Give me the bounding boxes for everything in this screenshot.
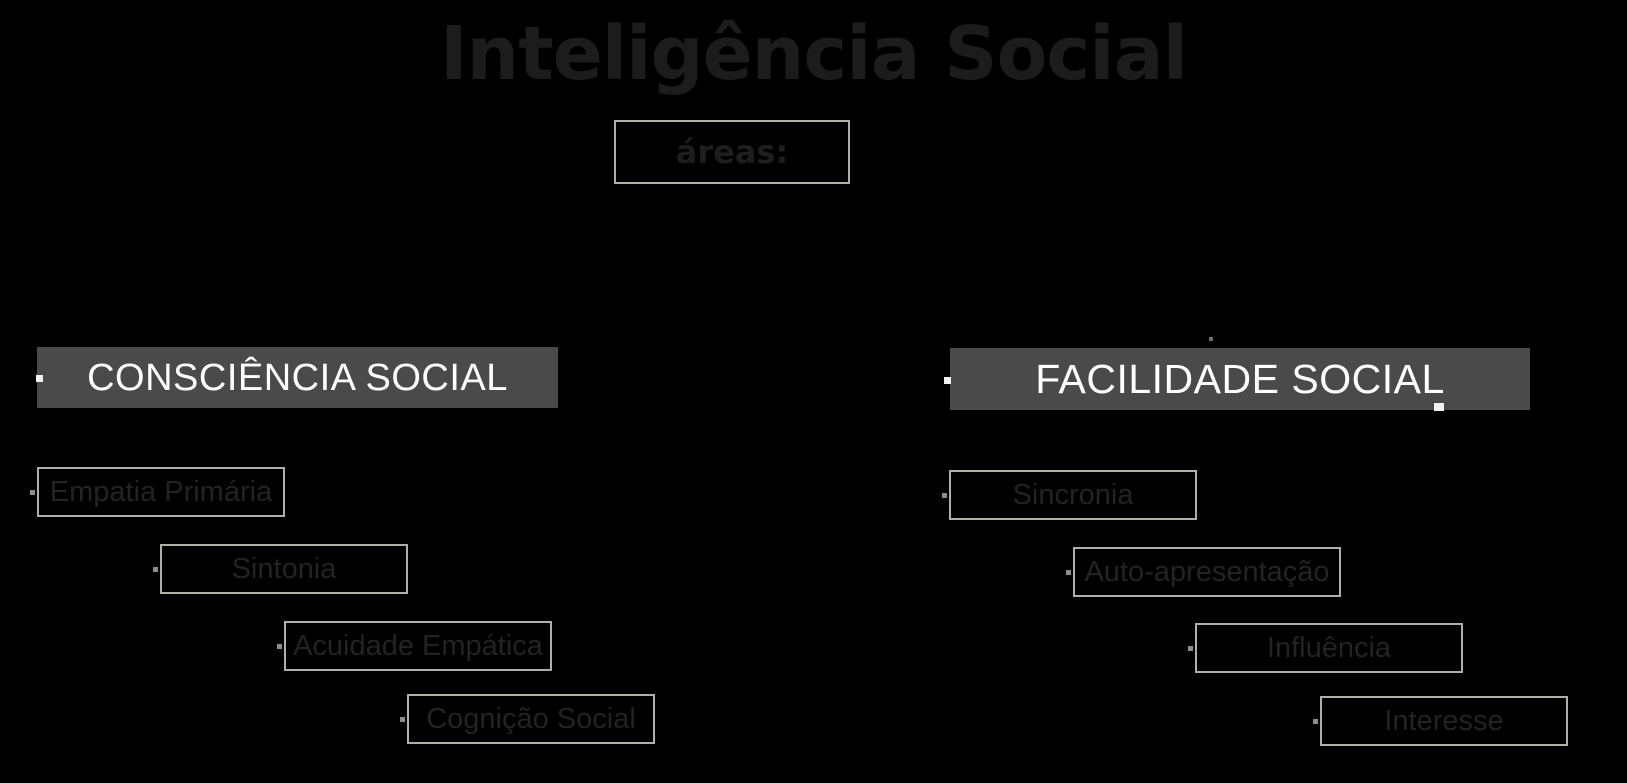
connector-dot [400, 717, 405, 722]
item-box-auto-apresentacao[interactable]: Auto-apresentação [1073, 547, 1341, 597]
item-label: Sincronia [1012, 479, 1134, 511]
item-label: Auto-apresentação [1084, 556, 1330, 588]
connector-dot [1188, 646, 1193, 651]
header-tick-right [944, 377, 951, 384]
item-box-empatia-primaria[interactable]: Empatia Primária [37, 467, 285, 517]
column-header-facilidade-social: FACILIDADE SOCIAL [950, 348, 1530, 410]
item-box-influencia[interactable]: Influência [1195, 623, 1463, 673]
connector-dot [1066, 570, 1071, 575]
item-label: Influência [1266, 632, 1392, 664]
column-header-consciencia-social: CONSCIÊNCIA SOCIAL [37, 347, 558, 408]
connector-dot [1313, 719, 1318, 724]
item-label: Sintonia [231, 553, 337, 585]
header-tick-right-top [1209, 337, 1213, 341]
item-label: Interesse [1384, 705, 1504, 737]
header-tick-right-edge [1434, 403, 1444, 411]
connector-dot [277, 644, 282, 649]
item-box-sincronia[interactable]: Sincronia [949, 470, 1197, 520]
connector-dot [942, 493, 947, 498]
areas-box-label: áreas: [675, 133, 789, 171]
column-header-label: CONSCIÊNCIA SOCIAL [87, 356, 508, 399]
item-box-cognicao-social[interactable]: Cognição Social [407, 694, 655, 744]
areas-box: áreas: [614, 120, 850, 184]
item-label: Acuidade Empática [293, 630, 543, 662]
item-box-sintonia[interactable]: Sintonia [160, 544, 408, 594]
page-title: Inteligência Social [440, 11, 1188, 97]
column-header-label: FACILIDADE SOCIAL [1035, 356, 1445, 402]
connector-dot [30, 490, 35, 495]
connector-dot [153, 567, 158, 572]
item-label: Empatia Primária [49, 476, 273, 508]
header-tick-left [36, 375, 43, 382]
item-box-interesse[interactable]: Interesse [1320, 696, 1568, 746]
item-label: Cognição Social [426, 703, 636, 735]
item-box-acuidade-empatica[interactable]: Acuidade Empática [284, 621, 552, 671]
